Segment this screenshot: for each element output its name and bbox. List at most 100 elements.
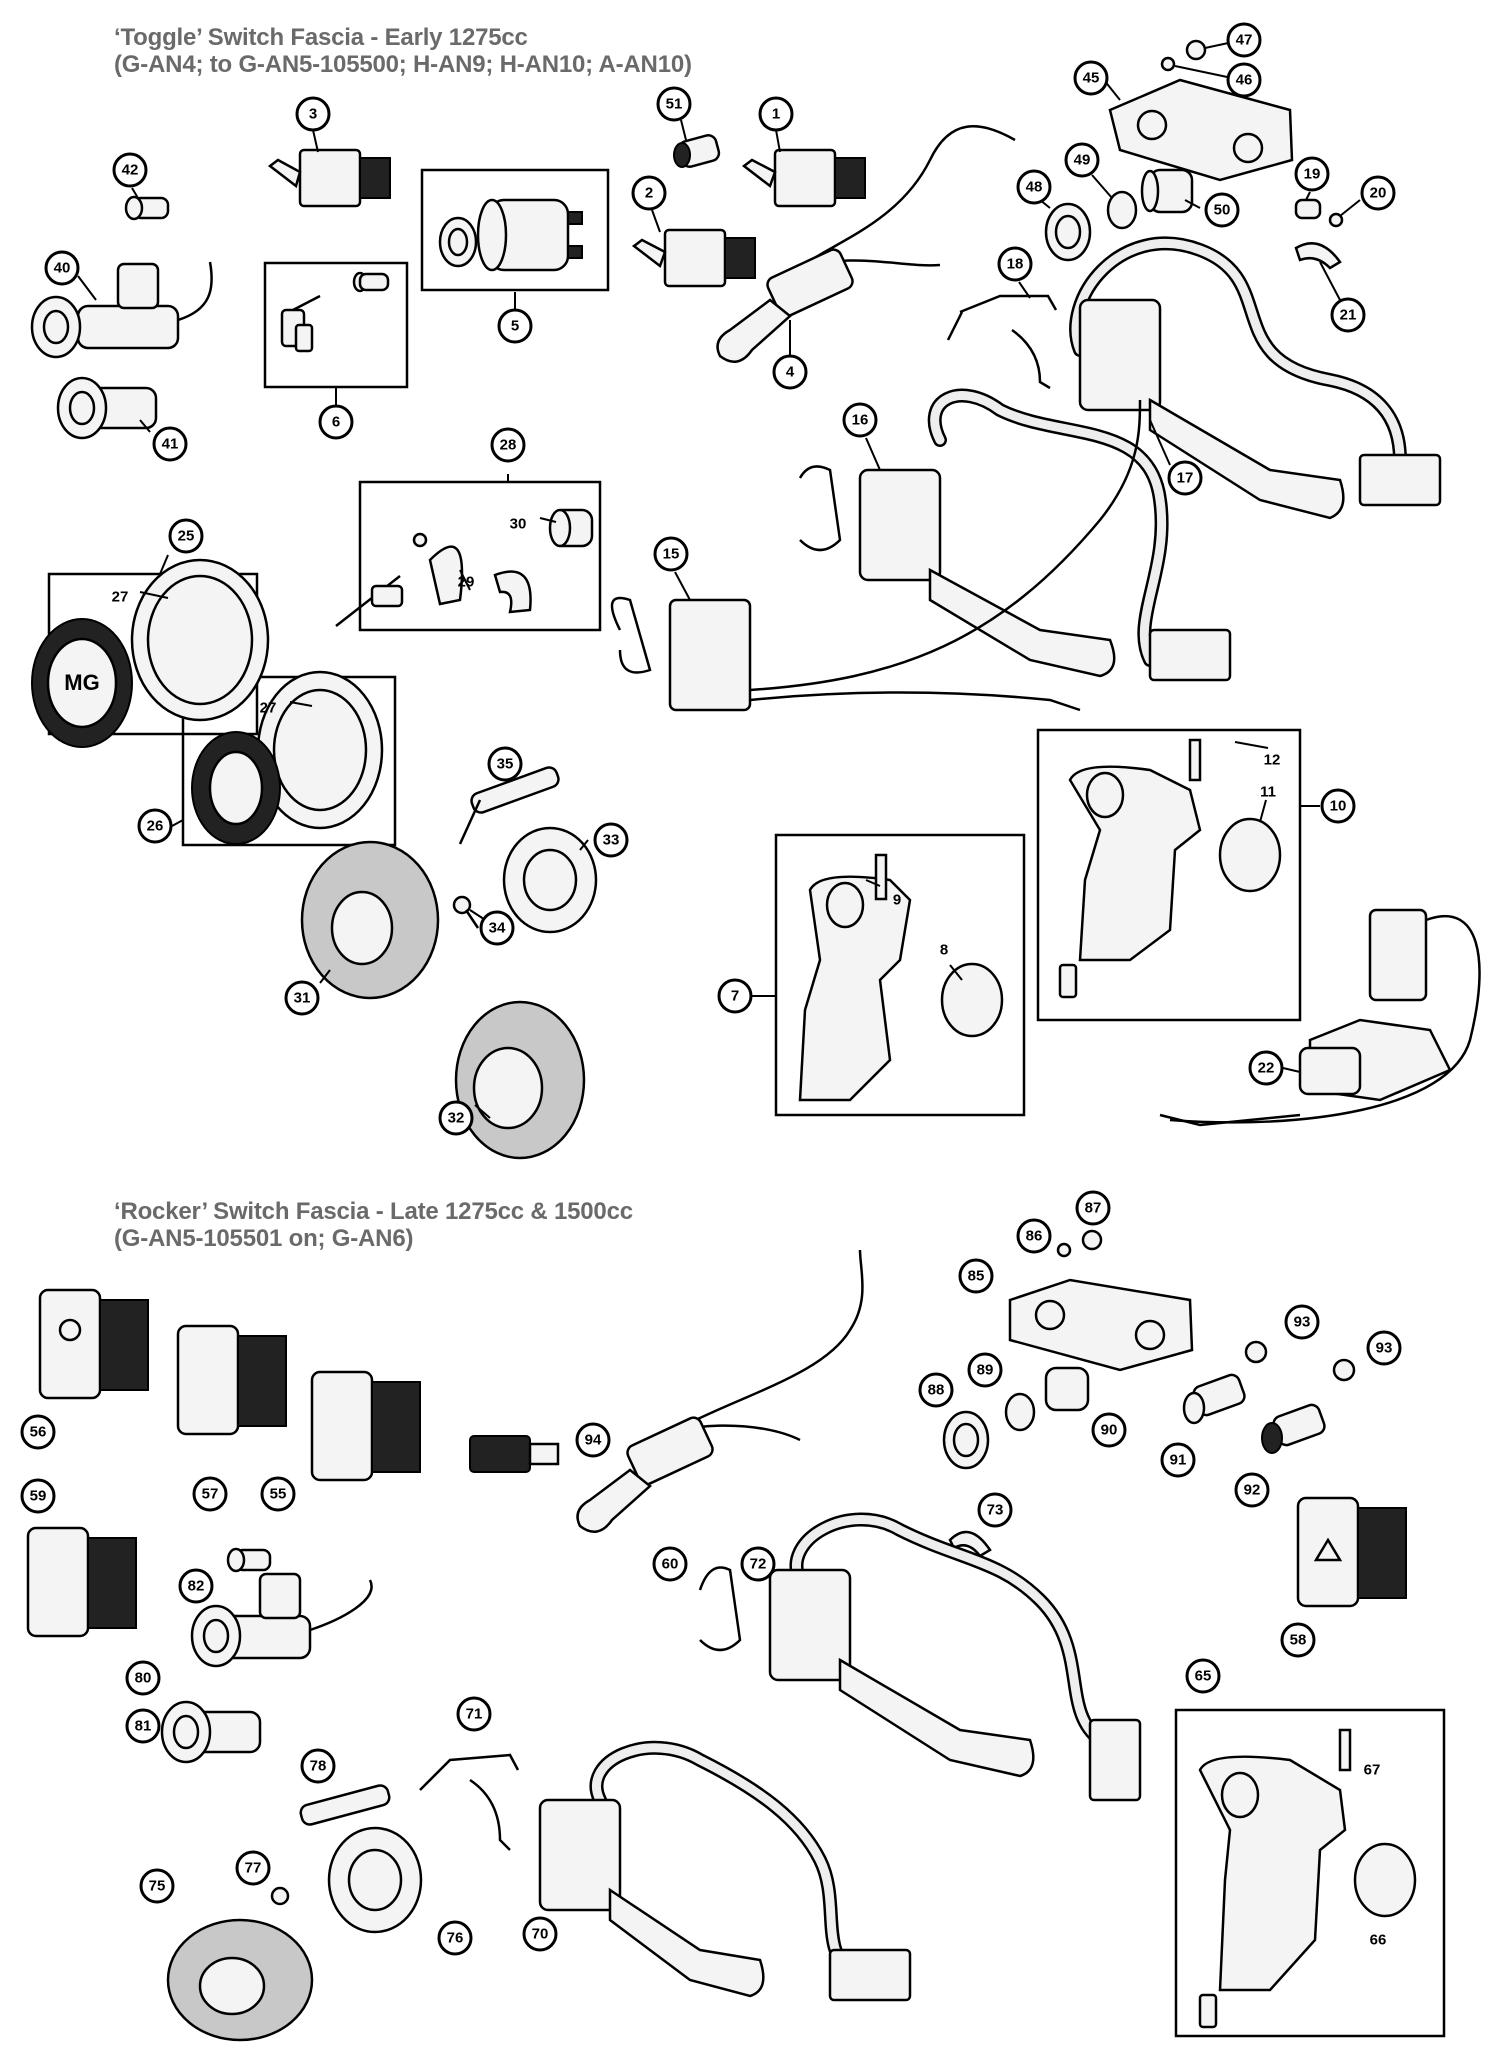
callout-80: 80: [125, 1660, 161, 1696]
svg-text:78: 78: [310, 1758, 327, 1775]
callout-70: 70: [522, 1916, 558, 1952]
svg-text:86: 86: [1026, 1228, 1043, 1245]
bush-90: [1044, 1366, 1090, 1412]
svg-text:82: 82: [188, 1578, 205, 1595]
callout-89: 89: [967, 1352, 1003, 1388]
keys-and-barrel-6: [280, 271, 390, 353]
lighter-bulb-82: [226, 1547, 272, 1573]
callout-4: 4: [772, 354, 808, 390]
svg-text:20: 20: [1370, 185, 1387, 202]
nut-93a: [1244, 1340, 1268, 1364]
svg-text:89: 89: [977, 1362, 994, 1379]
callout-27-upper: 27: [112, 589, 129, 606]
rocker-switch-59: [26, 1526, 137, 1638]
callout-33: 33: [593, 822, 629, 858]
callout-81: 81: [125, 1708, 161, 1744]
callout-26: 26: [137, 808, 173, 844]
svg-text:76: 76: [447, 1930, 464, 1947]
screw-77: [270, 1886, 290, 1906]
svg-text:7: 7: [731, 988, 739, 1005]
callout-1: 1: [758, 96, 794, 132]
spring-35: [458, 766, 560, 845]
svg-text:73: 73: [987, 1502, 1004, 1519]
callout-87: 87: [1075, 1190, 1111, 1226]
bracket-45: [1108, 78, 1294, 182]
svg-text:88: 88: [928, 1382, 945, 1399]
callout-93-left: 93: [1284, 1304, 1320, 1340]
callout-48: 48: [1016, 169, 1052, 205]
callout-60: 60: [652, 1546, 688, 1582]
switch-mechanism-parts-28: [335, 508, 594, 627]
svg-text:16: 16: [852, 412, 869, 429]
callout-46: 46: [1226, 62, 1262, 98]
svg-text:28: 28: [500, 437, 517, 454]
lamp-holder-91: [1182, 1373, 1246, 1425]
callout-22: 22: [1248, 1050, 1284, 1086]
svg-text:46: 46: [1236, 72, 1253, 89]
svg-text:5: 5: [511, 318, 519, 335]
callout-41: 41: [152, 426, 188, 462]
callout-2: 2: [631, 175, 667, 211]
nut-47: [1185, 39, 1207, 61]
steering-lock-7: [798, 853, 1004, 1102]
callout-28: 28: [490, 427, 526, 463]
part-group-box-6: [263, 261, 409, 389]
svg-text:30: 30: [510, 516, 527, 533]
callout-50: 50: [1204, 192, 1240, 228]
callout-32: 32: [438, 1100, 474, 1136]
svg-text:6: 6: [332, 414, 340, 431]
rocker-switch-58: [1296, 1496, 1407, 1608]
callout-77: 77: [235, 1850, 271, 1886]
callout-78: 78: [300, 1748, 336, 1784]
svg-text:33: 33: [603, 832, 620, 849]
bulb-holder-19: [1294, 198, 1322, 220]
svg-text:29: 29: [458, 574, 475, 591]
washer-46: [1160, 56, 1176, 72]
ferrule-48: [1044, 202, 1092, 262]
svg-text:57: 57: [202, 1486, 219, 1503]
lighter-socket-41: [56, 376, 158, 440]
ignition-switch-22: [1159, 908, 1481, 1127]
cigar-lighter-80: [190, 1572, 373, 1668]
svg-text:40: 40: [54, 260, 71, 277]
svg-text:45: 45: [1083, 70, 1100, 87]
toggle-section-title: ‘Toggle’ Switch Fascia - Early 1275cc: [114, 24, 528, 51]
horn-push-75: [166, 1918, 314, 2042]
svg-text:2: 2: [645, 185, 653, 202]
clip-21: [1294, 242, 1342, 270]
part-group-box-7: [774, 833, 1026, 1117]
toggle-switch-1: [741, 148, 866, 208]
washer-89: [1004, 1392, 1036, 1432]
callout-12: 12: [1264, 752, 1281, 769]
toggle-switch-3: [267, 148, 391, 208]
svg-text:50: 50: [1214, 202, 1231, 219]
part-group-box-28: [358, 480, 602, 632]
svg-text:93: 93: [1294, 1314, 1311, 1331]
callout-34: 34: [479, 910, 515, 946]
callout-9: 9: [893, 892, 901, 909]
svg-text:1: 1: [772, 106, 780, 123]
callout-11: 11: [1260, 784, 1276, 801]
nut-87: [1081, 1229, 1103, 1251]
callout-16: 16: [842, 402, 878, 438]
callout-56: 56: [20, 1414, 56, 1450]
svg-text:75: 75: [149, 1878, 166, 1895]
callout-30: 30: [510, 516, 527, 533]
callout-8: 8: [940, 942, 948, 959]
choke-control-60: [576, 1249, 864, 1533]
callout-93-right: 93: [1366, 1330, 1402, 1366]
svg-text:66: 66: [1370, 1932, 1387, 1949]
crest-horn-badge-26: [191, 670, 384, 845]
callout-51: 51: [656, 86, 692, 122]
callout-25: 25: [168, 518, 204, 554]
svg-text:22: 22: [1258, 1060, 1275, 1077]
callout-18: 18: [997, 246, 1033, 282]
svg-text:11: 11: [1260, 784, 1276, 801]
washer-20: [1328, 212, 1344, 228]
callout-76: 76: [437, 1920, 473, 1956]
svg-text:80: 80: [135, 1670, 152, 1687]
svg-text:51: 51: [666, 96, 683, 113]
callout-73: 73: [977, 1492, 1013, 1528]
svg-text:94: 94: [585, 1432, 602, 1449]
contact-ring-33: [502, 826, 598, 934]
